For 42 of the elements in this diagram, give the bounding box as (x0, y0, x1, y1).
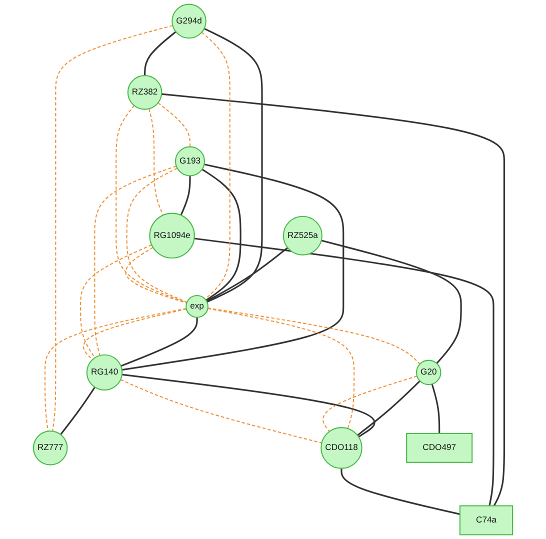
connector (158, 102, 191, 147)
connector (204, 28, 263, 303)
connector (80, 244, 152, 358)
connector (125, 246, 187, 304)
connector (144, 31, 176, 76)
connector (208, 308, 420, 364)
connector (83, 308, 187, 360)
connector (60, 386, 96, 436)
node-circle: RZ525a (282, 216, 322, 256)
node-circle: G193 (174, 146, 206, 176)
connector (148, 108, 164, 216)
node-circle: RG140 (86, 354, 123, 391)
node-circle: RG1094e (149, 212, 195, 259)
connector (201, 32, 230, 300)
node-circle: G294d (172, 4, 206, 39)
connector (180, 176, 191, 216)
connector (322, 376, 418, 432)
connector (431, 384, 440, 434)
connector (44, 308, 186, 432)
node-box: C74a (459, 505, 514, 536)
connector (120, 317, 198, 367)
connector (206, 247, 288, 302)
connector (162, 93, 506, 506)
connector (357, 380, 421, 436)
connector (116, 105, 187, 304)
connector (122, 164, 344, 371)
node-circle: RZ382 (127, 75, 162, 110)
node-circle: G20 (416, 360, 442, 386)
connector (120, 379, 322, 444)
connector (321, 240, 462, 364)
connector (340, 468, 460, 515)
node-circle: RZ777 (32, 430, 68, 466)
connector (122, 374, 376, 438)
connector (202, 168, 242, 301)
connector (52, 25, 173, 432)
connector (208, 308, 355, 429)
connector (94, 166, 176, 356)
node-circle: CDO118 (320, 427, 362, 469)
node-circle: exp (186, 294, 208, 318)
node-box: CDO497 (406, 432, 473, 463)
connector (194, 238, 494, 506)
connector (126, 168, 188, 303)
